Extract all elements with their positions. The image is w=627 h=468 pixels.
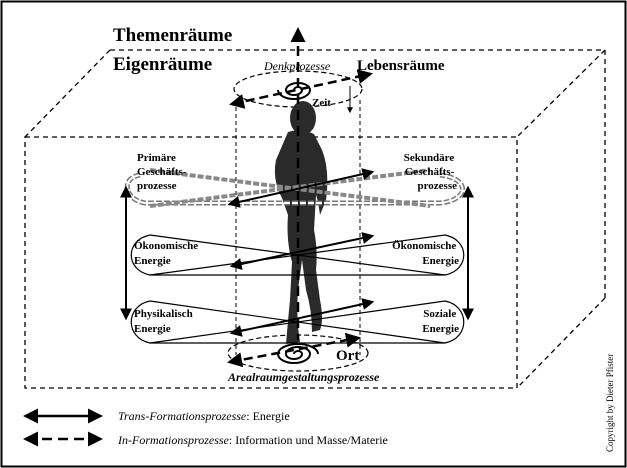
box-sozial: Soziale Energie bbox=[422, 308, 459, 335]
box-sekundaer: Sekundäre Geschäfts- prozesse bbox=[404, 152, 457, 192]
copyright-text: Copyright by Dieter Pfister bbox=[605, 354, 615, 452]
bottom-spiral bbox=[276, 343, 319, 364]
label-eigenraeume: Eigenräume bbox=[113, 54, 212, 75]
dashed-cube bbox=[24, 49, 606, 389]
legend-dashed-text: In-Formationsprozesse: Information und M… bbox=[117, 433, 388, 447]
box-oekonomisch-links: Ökonomische Energie bbox=[134, 239, 201, 267]
label-lebensraeume: Lebensräume bbox=[357, 58, 445, 74]
label-denkprozesse: Denkprozesse bbox=[263, 59, 331, 73]
solid-arrows bbox=[120, 168, 474, 337]
box-physikalisch: Physikalisch Energie bbox=[134, 308, 195, 335]
label-arealraum: Arealraumgestaltungsprozesse bbox=[227, 370, 380, 384]
label-ort: Ort bbox=[336, 348, 359, 364]
person-silhouette bbox=[274, 101, 328, 344]
top-dashed-arrow bbox=[229, 69, 373, 109]
box-oekonomisch-rechts: Ökonomische Energie bbox=[392, 239, 459, 267]
legend: Trans-Formationsprozesse: Energie In-For… bbox=[23, 408, 388, 447]
legend-solid-text: Trans-Formationsprozesse: Energie bbox=[118, 409, 290, 423]
box-primaer: Primäre Geschäfts- prozesse bbox=[137, 152, 189, 192]
bottom-dashed-arrow bbox=[227, 332, 361, 368]
label-themenraeume: Themenräume bbox=[113, 25, 232, 46]
label-zeit: Zeit bbox=[312, 97, 331, 109]
